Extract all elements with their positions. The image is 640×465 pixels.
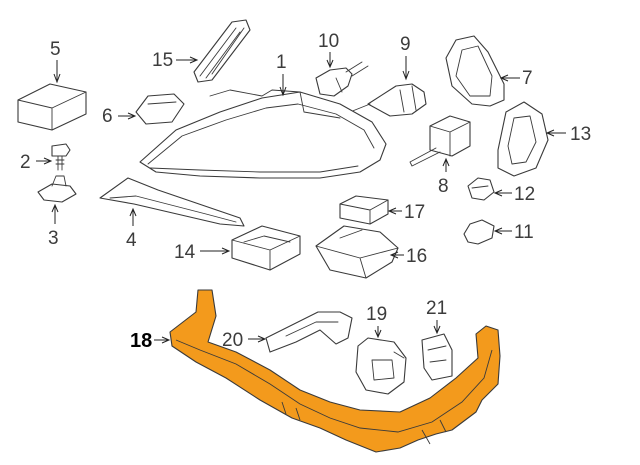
part-6-cap[interactable]: 6 [102,93,185,127]
callout-5: 5 [50,39,61,60]
callout-10: 10 [318,31,339,52]
part-3-clip[interactable]: 3 [37,175,77,249]
part-11-cap[interactable]: 11 [463,219,534,245]
part-10-bulb[interactable]: 10 [315,31,369,97]
part-16-module[interactable]: 16 [315,225,427,279]
part-20-bracket[interactable]: 20 [222,311,353,353]
part-13-cover[interactable]: 13 [497,101,591,177]
part-19-motor[interactable]: 19 [355,304,407,395]
part-1-headlamp[interactable]: 1 [139,52,387,179]
part-18-carrier[interactable]: 18 [130,289,501,453]
part-9-bulb[interactable]: 9 [349,34,427,117]
part-15-bracket[interactable]: 15 [152,19,251,83]
part-2-screw[interactable]: 2 [20,143,71,173]
part-7-cover[interactable]: 7 [445,35,533,107]
callout-11: 11 [514,222,534,243]
part-5-module[interactable]: 5 [17,39,87,131]
callout-19: 19 [366,304,387,325]
callout-14: 14 [174,242,196,263]
part-12-cap[interactable]: 12 [467,177,535,205]
callout-6: 6 [102,106,113,127]
part-21-bracket[interactable]: 21 [421,298,453,381]
part-14-ballast[interactable]: 14 [174,225,301,271]
part-4-trim[interactable]: 4 [99,177,245,251]
callout-20: 20 [222,330,243,351]
callout-3: 3 [48,228,59,249]
callout-8: 8 [438,176,449,197]
callout-9: 9 [400,34,411,55]
callout-1: 1 [276,52,287,73]
callout-17: 17 [404,202,425,223]
callout-7: 7 [522,68,533,89]
part-8-module[interactable]: 8 [409,115,471,197]
callout-16: 16 [406,246,427,267]
callout-4: 4 [126,230,137,251]
callout-15: 15 [152,50,173,71]
callout-18: 18 [130,330,152,352]
callout-12: 12 [514,184,535,205]
part-17-module[interactable]: 17 [339,195,425,225]
callout-2: 2 [20,152,31,173]
callout-21: 21 [426,298,447,319]
callout-13: 13 [570,124,591,145]
